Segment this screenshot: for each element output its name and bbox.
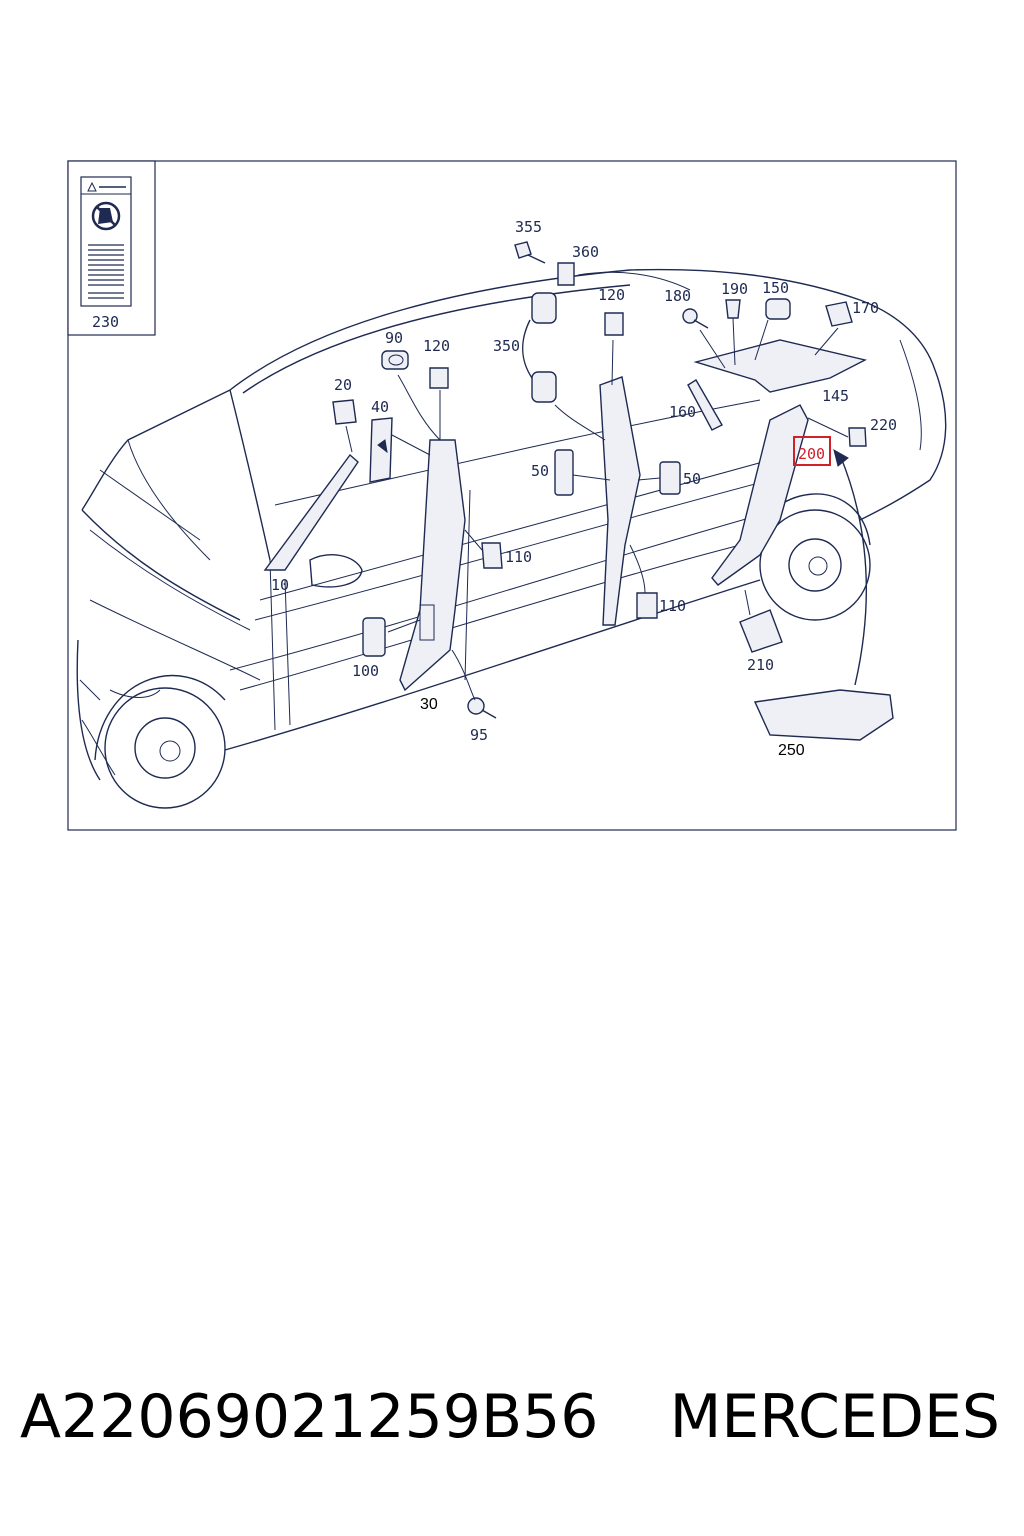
clip-120-left-part [429, 367, 449, 389]
label-150: 150 [762, 279, 789, 297]
part-90 [381, 350, 409, 370]
warning-triangle-icon [87, 181, 97, 192]
part-250 [753, 689, 894, 741]
label-170: 170 [852, 299, 879, 317]
part-labels: 230 355 360 120 180 190 150 170 90 120 3… [92, 218, 897, 759]
clip-110-left-part [481, 542, 503, 569]
screw-95-part [467, 697, 497, 719]
clip-20-part [332, 399, 357, 425]
highlight-box [793, 436, 831, 466]
label-160: 160 [669, 403, 696, 421]
car-body [76, 268, 947, 809]
leader-lines [387, 271, 868, 701]
label-40: 40 [371, 398, 389, 416]
b-pillar-lower-trim-part [399, 439, 466, 692]
label-220: 220 [870, 416, 897, 434]
front-wheel [104, 687, 226, 809]
label-95: 95 [470, 726, 488, 744]
label-210: 210 [747, 656, 774, 674]
label-120-right: 120 [598, 286, 625, 304]
grab-handle-350-part [522, 292, 557, 403]
clip-360-part [557, 262, 575, 286]
rear-shelf-145-part [693, 339, 868, 393]
label-360: 360 [572, 243, 599, 261]
screw-355-part [514, 241, 546, 264]
label-120-left: 120 [423, 337, 450, 355]
label-110-right: 110 [659, 597, 686, 615]
part-220 [848, 427, 867, 447]
a-pillar-trim-part [263, 453, 359, 571]
label-180: 180 [664, 287, 691, 305]
rear-wheel [759, 509, 871, 621]
rear-trim-200-part [711, 404, 809, 586]
clip-110-right-part [636, 592, 658, 619]
label-100: 100 [352, 662, 379, 680]
label-50-left: 50 [531, 462, 549, 480]
part-40 [369, 417, 393, 483]
label-200: 200 [798, 445, 825, 463]
part-210 [739, 609, 783, 653]
part-170 [825, 301, 853, 327]
warning-label-part [80, 176, 132, 307]
part-number: A22069021259B56 [20, 1382, 599, 1452]
part-160 [687, 379, 723, 431]
label-10: 10 [271, 576, 289, 594]
part-150 [765, 298, 791, 320]
footer: A22069021259B56 MERCEDES [0, 1382, 1024, 1472]
label-145: 145 [822, 387, 849, 405]
part-100 [362, 617, 386, 657]
brand-name: MERCEDES [669, 1382, 1000, 1452]
label-50-right: 50 [683, 470, 701, 488]
label-350: 350 [493, 337, 520, 355]
clip-120-right-part [604, 312, 624, 336]
label-250: 250 [778, 742, 805, 759]
clip-190-part [725, 299, 741, 319]
label-110-left: 110 [505, 548, 532, 566]
label-30: 30 [420, 696, 438, 713]
label-190: 190 [721, 280, 748, 298]
label-20: 20 [334, 376, 352, 394]
part-50-left [554, 449, 574, 496]
no-airbag-child-seat-icon [91, 201, 121, 231]
label-90: 90 [385, 329, 403, 347]
part-50-right [659, 461, 681, 495]
screw-180-part [682, 308, 709, 329]
c-pillar-trim-part [599, 376, 641, 626]
label-355: 355 [515, 218, 542, 236]
label-230: 230 [92, 313, 119, 331]
